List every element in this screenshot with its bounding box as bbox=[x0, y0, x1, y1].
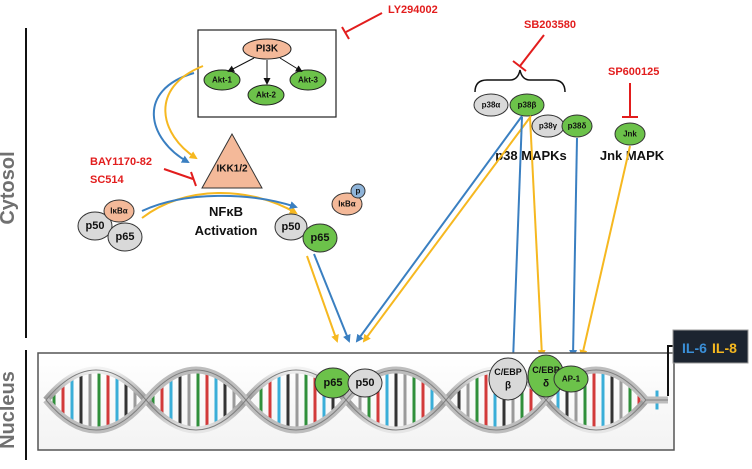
sb203580-inhibition-line bbox=[519, 34, 545, 67]
nucleus-label: Nucleus bbox=[0, 371, 19, 449]
cytosol-label: Cytosol bbox=[0, 151, 19, 224]
il6-label: IL-6 bbox=[682, 340, 707, 356]
cebpb-node bbox=[488, 357, 528, 401]
p65-nucleus-label: p65 bbox=[324, 377, 343, 389]
akt3-label: Akt-3 bbox=[298, 76, 319, 85]
ikk-triangle bbox=[201, 132, 263, 189]
nfkb-activation-label-line2: Activation bbox=[195, 223, 258, 238]
p50-cytosol-left-node bbox=[77, 211, 113, 241]
ly294002-inhibition-line bbox=[345, 12, 383, 33]
p38a-node bbox=[473, 93, 509, 117]
p65-cytosol-to-nucleus-yellow-arrow bbox=[306, 255, 339, 343]
pi3k-to-akt3-arrow bbox=[279, 57, 303, 73]
p50-cytosol-left-label: p50 bbox=[86, 220, 105, 232]
p50-nucleus-node bbox=[347, 368, 383, 398]
jnk-to-ap1-yellow-arrow bbox=[579, 145, 631, 358]
p38b-node bbox=[509, 93, 545, 117]
cytokine-output-box bbox=[672, 329, 749, 364]
sb203580-label: SB203580 bbox=[524, 19, 576, 31]
ap1-node bbox=[553, 365, 589, 393]
nfkb-activation-yellow-arrow bbox=[141, 192, 298, 219]
ly294002-inhibition-bar bbox=[341, 26, 350, 40]
p50-cytosol-right-node bbox=[274, 213, 308, 241]
p38b-to-cebpd-yellow-arrow bbox=[529, 116, 546, 358]
ikba-left-label: IκBα bbox=[110, 207, 127, 216]
sb203580-inhibition-bar bbox=[512, 60, 527, 72]
pi3k-to-ikk-blue-arrow bbox=[152, 72, 195, 163]
p38d-label: p38δ bbox=[568, 122, 587, 131]
p38d-node bbox=[561, 114, 593, 138]
bay-inhibition-line bbox=[163, 168, 194, 180]
nfkb-activation-blue-arrow bbox=[141, 194, 298, 212]
p38g-label: p38γ bbox=[539, 122, 558, 131]
jnk-node bbox=[614, 122, 646, 146]
cebpb-label-line2: β bbox=[505, 381, 511, 392]
p65-cytosol-right-label: p65 bbox=[311, 232, 330, 244]
pi3k-to-ikk-yellow-arrow bbox=[164, 65, 204, 160]
akt1-label: Akt-1 bbox=[212, 76, 233, 85]
p38b-to-nfkb-blue-arrow bbox=[355, 115, 523, 343]
sp600125-label: SP600125 bbox=[608, 66, 659, 78]
p65-cytosol-right-node bbox=[302, 223, 338, 253]
jnk-mapk-label: Jnk MAPK bbox=[600, 148, 665, 163]
p65-cytosol-to-nucleus-blue-arrow bbox=[313, 253, 351, 343]
phospho-node bbox=[350, 183, 366, 199]
ikba-released-node bbox=[331, 192, 363, 216]
pi3k-to-akt1-arrow bbox=[227, 57, 255, 72]
bay1170-82-label: BAY1170-82 bbox=[90, 156, 152, 168]
p38a-label: p38α bbox=[482, 101, 501, 110]
il8-label: IL-8 bbox=[712, 340, 737, 356]
cebpb-label-line1: C/EBP bbox=[494, 367, 522, 377]
p38b-to-nfkb-yellow-arrow bbox=[362, 115, 532, 343]
pi3k-label: PI3K bbox=[256, 44, 279, 55]
ikba-left-node bbox=[103, 199, 135, 223]
bay-inhibition-bar bbox=[190, 171, 197, 187]
p50-cytosol-right-label: p50 bbox=[282, 221, 301, 233]
akt3-node bbox=[289, 69, 327, 91]
cebpd-label-line1: C/EBP bbox=[532, 365, 560, 375]
ap1-label: AP-1 bbox=[562, 375, 581, 384]
p38b-label: p38β bbox=[518, 101, 537, 110]
dna-helix bbox=[43, 366, 668, 434]
p38b-to-cebpb-blue-arrow bbox=[509, 116, 523, 363]
cebpd-label-line2: δ bbox=[543, 379, 549, 390]
ly294002-label: LY294002 bbox=[388, 4, 438, 16]
jnk-label: Jnk bbox=[623, 130, 637, 139]
phospho-label: p bbox=[356, 187, 361, 196]
p50-nucleus-label: p50 bbox=[356, 377, 375, 389]
p38d-to-ap1-blue-arrow bbox=[569, 137, 578, 358]
p65-cytosol-left-node bbox=[107, 222, 143, 252]
pi3k-node bbox=[242, 38, 292, 60]
p65-cytosol-left-label: p65 bbox=[116, 231, 135, 243]
p38-group-brace bbox=[474, 69, 566, 93]
sc514-label: SC514 bbox=[90, 174, 125, 186]
akt2-node bbox=[247, 84, 285, 106]
ikk-label: IKK1/2 bbox=[216, 164, 248, 175]
akt2-label: Akt-2 bbox=[256, 91, 277, 100]
ikba-released-label: IκBα bbox=[338, 200, 355, 209]
nfkb-activation-label-line1: NFκB bbox=[209, 204, 243, 219]
akt1-node bbox=[203, 69, 241, 91]
